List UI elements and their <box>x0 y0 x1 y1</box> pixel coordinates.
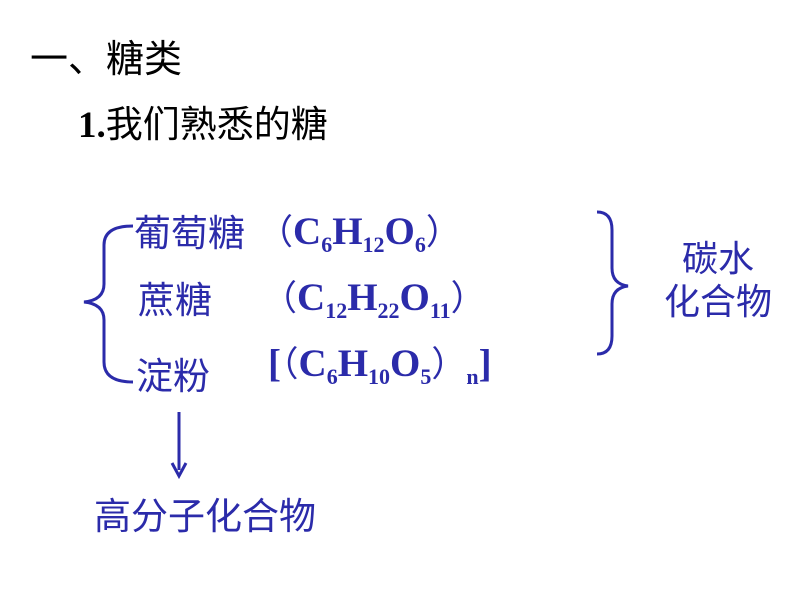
right-brace <box>596 210 629 356</box>
formula-paren: （ <box>258 213 294 253</box>
formula-element: O <box>399 276 430 319</box>
sugar-name: 蔗糖 <box>138 279 212 322</box>
formula-element: H <box>347 276 378 319</box>
formula-paren: ） <box>431 345 467 385</box>
formula-bracket: ] <box>478 342 492 385</box>
formula-element: H <box>332 210 363 253</box>
formula-subscript: 5 <box>420 364 432 389</box>
formula-paren: ） <box>425 213 461 253</box>
formula-element: C <box>293 210 322 253</box>
formula-element: C <box>298 342 327 385</box>
formula-paren: （ <box>262 279 298 319</box>
formula-bracket: [ <box>268 342 281 385</box>
sugar-name: 淀粉 <box>136 355 210 398</box>
formula-paren: ） <box>450 279 486 319</box>
starch-note: 高分子化合物 <box>94 495 316 538</box>
category-line-2: 化合物 <box>663 282 772 324</box>
section-heading: 一、糖类 <box>30 37 183 81</box>
formula-element: C <box>297 276 326 319</box>
formula-subscript: 12 <box>325 298 348 323</box>
sugar-formula: （C12H22O11） <box>262 278 486 322</box>
formula-subscript: 10 <box>368 364 391 389</box>
formula-subscript: n <box>466 364 479 389</box>
formula-paren: （ <box>281 345 299 385</box>
sugar-formula: （C6H12O6） <box>258 212 461 256</box>
formula-subscript: 6 <box>326 364 338 389</box>
subsection-heading: 1.我们熟悉的糖 <box>78 106 328 144</box>
formula-subscript: 11 <box>429 298 451 323</box>
formula-subscript: 6 <box>414 232 426 257</box>
left-brace <box>83 224 134 384</box>
formula-subscript: 22 <box>377 298 400 323</box>
subsection-number: 1. <box>78 105 106 146</box>
formula-subscript: 12 <box>362 232 385 257</box>
category-label: 碳水 化合物 <box>648 238 788 324</box>
formula-element: O <box>390 342 421 385</box>
formula-element: H <box>337 342 369 385</box>
formula-element: O <box>384 210 415 253</box>
sugar-name: 葡萄糖 <box>134 212 245 255</box>
category-line-1: 碳水 <box>681 239 754 280</box>
sugar-formula: [（C6H10O5）n] <box>268 344 492 388</box>
subsection-title: 我们熟悉的糖 <box>105 103 328 146</box>
down-arrow-head <box>170 462 188 480</box>
formula-subscript: 6 <box>321 232 333 257</box>
